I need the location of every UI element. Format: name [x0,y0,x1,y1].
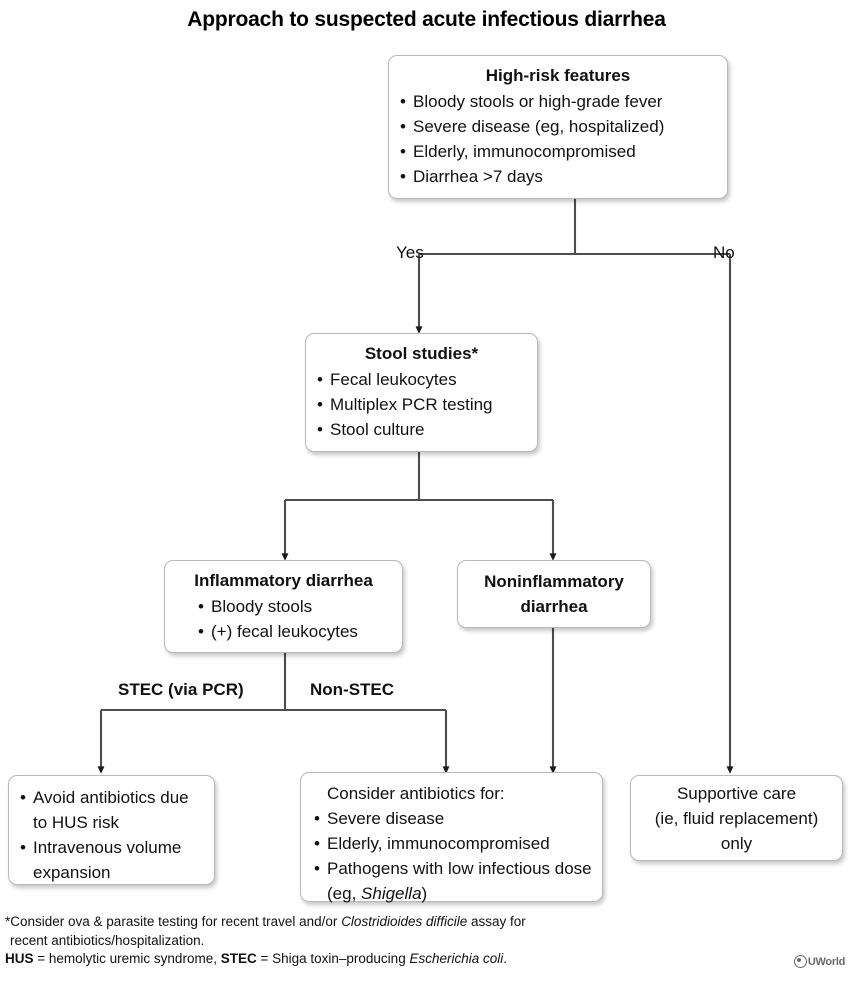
list-item: Severe disease (eg, hospitalized) [399,114,717,139]
box-supportive-line3: only [720,833,753,853]
list-item: Bloody stools or high-grade fever [399,89,717,114]
list-item: Intravenous volume expansion [19,835,204,885]
box-inflammatory-diarrhea: Inflammatory diarrhea Bloody stools (+) … [164,560,403,653]
list-item: Pathogens with low infectious dose (eg, … [313,856,592,906]
box-consider-antibiotics: Consider antibiotics for: Severe disease… [300,772,603,903]
list-item: Bloody stools [197,594,392,619]
list-item: Elderly, immunocompromised [399,139,717,164]
box-noninflammatory-diarrhea: Noninflammatory diarrhea [457,560,651,628]
box-high-risk-heading: High-risk features [485,66,631,85]
box-stec-treatment-list: Avoid antibiotics due to HUS risk Intrav… [19,785,204,885]
copyright-mark-icon [793,955,807,968]
box-noninflammatory-line2: diarrhea [520,597,588,616]
box-stool-studies: Stool studies* Fecal leukocytes Multiple… [305,333,538,452]
box-stec-treatment: Avoid antibiotics due to HUS risk Intrav… [8,775,215,885]
page-title: Approach to suspected acute infectious d… [187,8,666,31]
list-item: Diarrhea >7 days [399,164,717,189]
box-antibiotics-lead: Consider antibiotics for: [327,784,505,803]
box-supportive-line2: (ie, fluid replacement) [654,808,819,828]
footnotes: *Consider ova & parasite testing for rec… [5,913,725,969]
list-item: Severe disease [313,806,592,831]
list-item: Elderly, immunocompromised [313,831,592,856]
uworld-logo-text: UWorld [807,955,845,968]
edge-label-stec: STEC (via PCR) [118,680,244,699]
box-supportive-line1: Supportive care [676,783,797,803]
box-antibiotics-list: Severe disease Elderly, immunocompromise… [313,806,592,906]
footnote-line-3: HUS = hemolytic uremic syndrome, STEC = … [5,951,508,966]
uworld-logo: UWorld [793,955,845,968]
box-stool-studies-heading: Stool studies* [364,344,479,363]
footnote-line-1: *Consider ova & parasite testing for rec… [5,914,526,929]
box-supportive-care: Supportive care (ie, fluid replacement) … [630,775,843,861]
list-item: Avoid antibiotics due to HUS risk [19,785,204,835]
box-inflammatory-heading: Inflammatory diarrhea [194,571,373,590]
list-item: Stool culture [316,417,527,442]
edge-label-yes: Yes [396,243,424,262]
box-noninflammatory-line1: Noninflammatory [484,572,624,591]
footnote-line-2: recent antibiotics/hospitalization. [10,932,205,948]
box-inflammatory-list: Bloody stools (+) fecal leukocytes [175,594,392,644]
edge-label-non-stec: Non-STEC [310,680,395,699]
list-item: (+) fecal leukocytes [197,619,392,644]
edge-label-no: No [713,243,735,262]
box-stool-studies-list: Fecal leukocytes Multiplex PCR testing S… [316,367,527,442]
box-high-risk-features: High-risk features Bloody stools or high… [388,55,728,199]
list-item: Fecal leukocytes [316,367,527,392]
box-high-risk-list: Bloody stools or high-grade fever Severe… [399,89,717,189]
list-item: Multiplex PCR testing [316,392,527,417]
